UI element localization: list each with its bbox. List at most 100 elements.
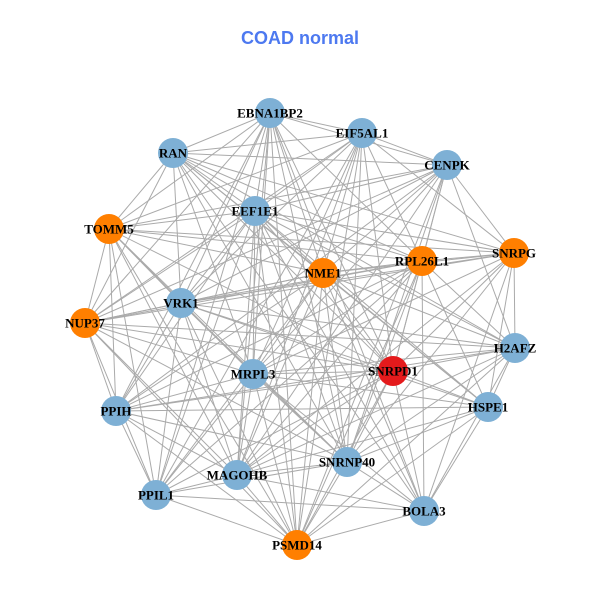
node-circle [500, 333, 530, 363]
node-label: EBNA1BP2 [237, 106, 303, 121]
edge-RAN-TOMM5 [108, 152, 174, 230]
edge-PPIH-PSMD14 [115, 410, 298, 546]
edge-RPL26L1-MAGOHB [236, 260, 423, 476]
edge-EBNA1BP2-RAN [172, 112, 271, 154]
node-ran[interactable]: RAN [158, 138, 188, 168]
edge-TOMM5-PPIL1 [108, 228, 157, 496]
edge-VRK1-NUP37 [84, 302, 182, 324]
node-rpl26l1[interactable]: RPL26L1 [395, 246, 449, 276]
edge-EBNA1BP2-RPL26L1 [269, 112, 423, 262]
node-label: MAGOHB [207, 468, 268, 483]
node-nme1[interactable]: NME1 [305, 258, 342, 288]
edge-EEF1E1-NUP37 [84, 210, 256, 324]
edge-BOLA3-PSMD14 [296, 510, 425, 546]
edge-EEF1E1-SNRPG [254, 210, 515, 254]
edge-SNRPG-HSPE1 [487, 252, 515, 408]
edge-VRK1-SNRPD1 [180, 302, 394, 372]
edge-NUP37-SNRNP40 [84, 322, 348, 463]
edge-SNRPD1-PPIL1 [155, 370, 394, 496]
edge-PPIH-SNRNP40 [115, 410, 348, 463]
node-label: RAN [159, 146, 188, 161]
edge-EEF1E1-SNRNP40 [254, 210, 348, 463]
edge-MRPL3-PPIH [115, 373, 254, 412]
node-circle [308, 258, 338, 288]
node-circle [473, 392, 503, 422]
node-label: TOMM5 [84, 222, 134, 237]
node-label: PPIH [100, 404, 131, 419]
edge-PPIH-HSPE1 [115, 406, 489, 412]
edge-TOMM5-PPIH [108, 228, 117, 412]
node-ppil1[interactable]: PPIL1 [138, 480, 174, 510]
node-ppih[interactable]: PPIH [100, 396, 132, 426]
node-circle [238, 359, 268, 389]
node-eef1e1[interactable]: EEF1E1 [232, 196, 279, 226]
node-snrpd1[interactable]: SNRPD1 [368, 356, 418, 386]
edge-MRPL3-MAGOHB [236, 373, 254, 476]
node-h2afz[interactable]: H2AFZ [494, 333, 537, 363]
edge-EIF5AL1-SNRNP40 [346, 132, 363, 463]
edge-HSPE1-MAGOHB [236, 406, 489, 476]
edge-NME1-SNRPD1 [322, 272, 394, 372]
edge-EIF5AL1-RAN [172, 132, 363, 154]
node-circle [407, 246, 437, 276]
node-hspe1[interactable]: HSPE1 [468, 392, 508, 422]
edge-SNRNP40-MAGOHB [236, 461, 348, 476]
node-snrnp40[interactable]: SNRNP40 [319, 447, 375, 477]
node-circle [222, 460, 252, 490]
edge-PPIL1-PSMD14 [155, 494, 298, 546]
node-vrk1[interactable]: VRK1 [163, 288, 199, 318]
edge-MRPL3-PSMD14 [252, 373, 298, 546]
edge-RPL26L1-PSMD14 [296, 260, 423, 546]
edge-CENPK-MAGOHB [236, 164, 448, 476]
edge-SNRPG-NUP37 [84, 252, 515, 324]
node-circle [332, 447, 362, 477]
node-magohb[interactable]: MAGOHB [207, 460, 268, 490]
edge-RPL26L1-H2AFZ [421, 260, 516, 349]
edge-CENPK-TOMM5 [108, 164, 448, 230]
edge-SNRPD1-MAGOHB [236, 370, 394, 476]
node-bola3[interactable]: BOLA3 [402, 496, 446, 526]
node-psmd14[interactable]: PSMD14 [272, 530, 322, 560]
edge-CENPK-VRK1 [180, 164, 448, 304]
node-cenpk[interactable]: CENPK [424, 150, 471, 180]
edge-RAN-SNRPG [172, 152, 515, 254]
node-eif5al1[interactable]: EIF5AL1 [336, 118, 389, 148]
edge-HSPE1-BOLA3 [423, 406, 489, 512]
edge-CENPK-EEF1E1 [254, 164, 448, 212]
node-ebna1bp2[interactable]: EBNA1BP2 [237, 98, 303, 128]
node-nup37[interactable]: NUP37 [65, 308, 105, 338]
edge-H2AFZ-PSMD14 [296, 347, 516, 546]
edge-NUP37-MRPL3 [84, 322, 254, 375]
edge-EEF1E1-SNRPD1 [254, 210, 394, 372]
edge-NME1-MRPL3 [252, 272, 324, 375]
edge-SNRPD1-PPIH [115, 370, 394, 412]
edge-PPIL1-BOLA3 [155, 494, 425, 512]
edge-EIF5AL1-RPL26L1 [361, 132, 423, 262]
edge-TOMM5-RPL26L1 [108, 228, 423, 262]
node-circle [158, 138, 188, 168]
node-mrpl3[interactable]: MRPL3 [231, 359, 276, 389]
node-tomm5[interactable]: TOMM5 [84, 214, 134, 244]
edge-CENPK-SNRNP40 [346, 164, 448, 463]
edge-RAN-CENPK [172, 152, 448, 166]
edge-EEF1E1-PSMD14 [254, 210, 298, 546]
node-snrpg[interactable]: SNRPG [492, 238, 536, 268]
edge-VRK1-PSMD14 [180, 302, 298, 546]
edge-CENPK-NME1 [322, 164, 448, 274]
edge-MRPL3-SNRNP40 [252, 373, 348, 463]
edge-RPL26L1-MRPL3 [252, 260, 423, 375]
edge-HSPE1-SNRNP40 [346, 406, 489, 463]
edge-layer [84, 112, 516, 546]
edge-EEF1E1-MAGOHB [236, 210, 256, 476]
node-circle [70, 308, 100, 338]
edge-SNRPD1-HSPE1 [392, 370, 489, 408]
edge-PPIH-PPIL1 [115, 410, 157, 496]
edge-H2AFZ-SNRPD1 [392, 347, 516, 372]
node-circle [282, 530, 312, 560]
node-label: SNRNP40 [319, 455, 375, 470]
node-label: PSMD14 [272, 538, 322, 553]
edge-EBNA1BP2-NUP37 [84, 112, 271, 324]
edge-EBNA1BP2-PPIH [115, 112, 271, 412]
edge-RAN-VRK1 [172, 152, 182, 304]
